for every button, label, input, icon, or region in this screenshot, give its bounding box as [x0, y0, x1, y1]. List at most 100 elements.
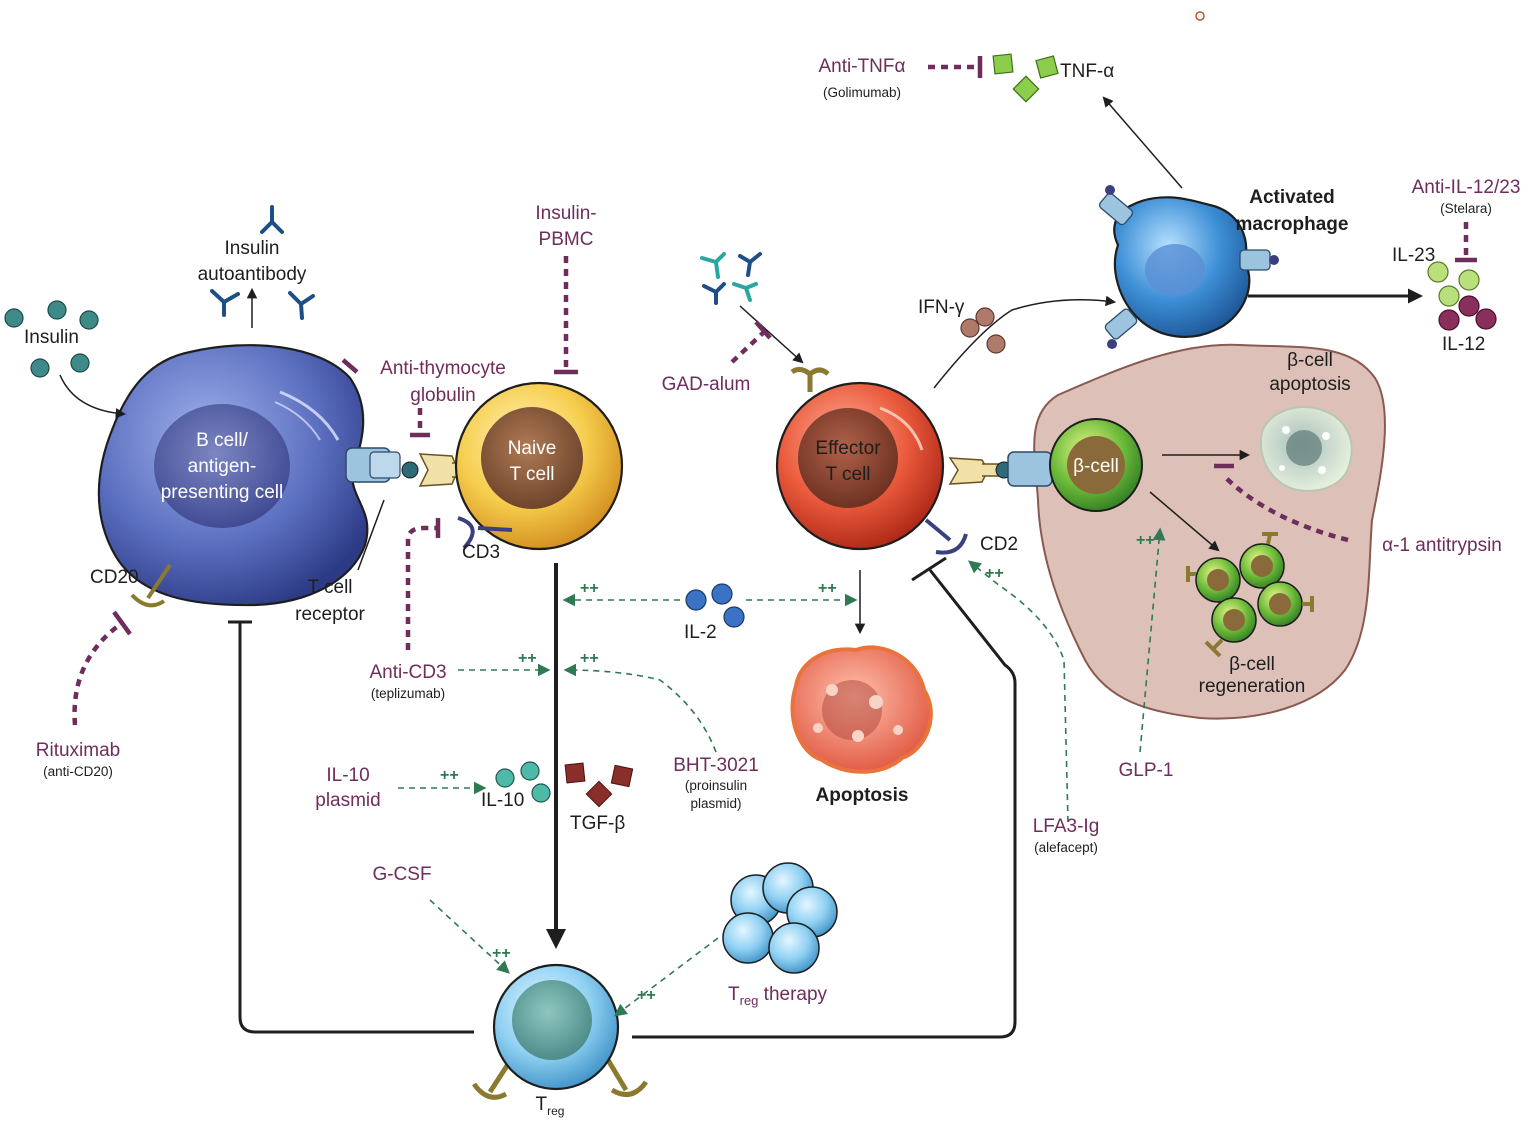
regen-label-2: regeneration — [1199, 676, 1306, 697]
gcsf-stim-arrow — [429, 899, 510, 974]
cd3-label: CD3 — [462, 542, 500, 563]
cd2-label: CD2 — [980, 534, 1018, 555]
gad-alum-label: GAD-alum — [662, 374, 751, 395]
apoptosis-label: Apoptosis — [816, 785, 909, 806]
bht-pp: ++ — [580, 650, 599, 667]
effector-label-2: T cell — [825, 464, 870, 485]
ifn-to-macrophage-arrow — [933, 295, 1117, 389]
autoantibody-label-1: Insulin — [225, 238, 280, 259]
glp1-stim-arrow — [1139, 527, 1166, 753]
tcr-pointer — [357, 499, 385, 571]
cd20-receptor-icon — [130, 563, 172, 608]
ifn-label: IFN-γ — [918, 297, 965, 318]
il10-label: IL-10 — [481, 790, 524, 811]
macrophage-label-2: macrophage — [1236, 214, 1349, 235]
insulin-to-bcell-arrow — [59, 374, 127, 419]
apoptotic-cell-icon — [790, 645, 933, 774]
atg-label-2: globulin — [410, 385, 476, 406]
glp1-label: GLP-1 — [1119, 760, 1174, 781]
lfa3-label: LFA3-Ig — [1033, 816, 1100, 837]
ifn-cytokine-icon — [960, 307, 1006, 354]
gcsf-label: G-CSF — [372, 864, 431, 885]
il23-label: IL-23 — [1392, 245, 1435, 266]
tnf-cytokine-icon — [992, 53, 1059, 103]
lfa3-stim-arrow — [968, 560, 1069, 823]
treg-therapy-label: Treg therapy — [728, 984, 828, 1008]
cd2-receptor-icon — [924, 518, 968, 555]
islet-region — [1033, 343, 1386, 720]
small-ring-icon — [1195, 11, 1205, 21]
lfa3-sub: (alefacept) — [1034, 840, 1098, 855]
antibody-icon — [210, 205, 315, 320]
beta-cell: β-cell — [1049, 418, 1143, 512]
treg-to-effector-line — [632, 569, 1017, 1039]
il10-pp: ++ — [440, 767, 459, 784]
mhc-receptor — [345, 447, 419, 483]
beta-cell-label: β-cell — [1073, 456, 1119, 477]
glp1-pp: ++ — [1136, 532, 1155, 549]
beta-apoptosis-label-2: apoptosis — [1269, 374, 1350, 395]
rituximab-bar — [112, 610, 132, 636]
rituximab-label: Rituximab — [36, 740, 120, 761]
gcsf-pp: ++ — [492, 945, 511, 962]
gad-antibody-icon — [700, 252, 762, 305]
atg-label-1: Anti-thymocyte — [380, 358, 506, 379]
il23-il12-cytokine-icon — [1427, 261, 1497, 331]
insulin-molecule-icon — [4, 300, 99, 378]
bht-label-3: plasmid) — [690, 796, 741, 811]
naive-label-2: T cell — [509, 464, 554, 485]
naive-label-1: Naive — [508, 438, 557, 459]
anti-tnf-label: Anti-TNFα — [819, 56, 906, 77]
il2-cytokine-icon — [685, 583, 745, 628]
a1at-label: α-1 antitrypsin — [1382, 535, 1502, 556]
bcell-label-3: presenting cell — [161, 482, 284, 503]
insulin-label: Insulin — [24, 327, 79, 348]
il10-plasmid-label-1: IL-10 — [326, 765, 369, 786]
treg-cell — [471, 963, 649, 1100]
treg-to-bcell-line — [238, 622, 474, 1034]
treg-therapy-arrow — [613, 937, 719, 1017]
insulin-pbmc-label-1: Insulin- — [535, 203, 596, 224]
beta-regen-cluster — [1186, 532, 1314, 658]
bcell-label-1: B cell/ — [196, 430, 248, 451]
anti-cd3-inhibit-line — [405, 525, 436, 650]
bht-label-2: (proinsulin — [685, 778, 747, 793]
atg-bcell-bar — [341, 358, 359, 374]
beta-cell-apoptosis-icon — [1259, 406, 1353, 492]
il10-cytokine-icon — [495, 761, 551, 803]
anti-cd3-label: Anti-CD3 — [369, 662, 446, 683]
effector-label-1: Effector — [815, 438, 881, 459]
cd20-label: CD20 — [90, 567, 139, 588]
beta-to-regen-arrow — [1149, 491, 1220, 552]
tcr-label-2: receptor — [295, 604, 365, 625]
bht-label-1: BHT-3021 — [673, 755, 759, 776]
anti-il12-label: Anti-IL-12/23 — [1412, 177, 1521, 198]
tcr-label-1: T cell — [307, 577, 352, 598]
gad-bar — [754, 320, 772, 340]
macrophage-label-1: Activated — [1249, 187, 1335, 208]
treg-therapy-cluster — [722, 862, 838, 974]
tnf-label: TNF-α — [1060, 61, 1114, 82]
tgfb-label: TGF-β — [570, 813, 625, 834]
anti-cd3-pp: ++ — [518, 650, 537, 667]
il2-pp-left: ++ — [580, 580, 599, 597]
bht-stim-arrow — [563, 663, 717, 753]
anti-il12-sub: (Stelara) — [1440, 201, 1492, 216]
anti-cd3-sub: (teplizumab) — [371, 686, 445, 701]
macrophage-to-tnf-arrow — [1102, 96, 1183, 189]
insulin-pbmc-label-2: PBMC — [539, 229, 594, 250]
cd3-receptor-icon — [457, 516, 513, 550]
b-cell: B cell/ antigen- presenting cell — [97, 344, 369, 607]
effector-t-cell: Effector T cell — [775, 366, 945, 551]
rituximab-sub: (anti-CD20) — [43, 764, 113, 779]
naive-t-cell: Naive T cell — [454, 381, 624, 551]
effector-inhibit-bar — [911, 556, 947, 582]
gad-inhibit-line — [730, 330, 766, 364]
il10-plasmid-label-2: plasmid — [315, 790, 380, 811]
activated-macrophage — [1098, 185, 1279, 349]
anti-tnf-sub: (Golimumab) — [823, 85, 901, 100]
autoantibody-label-2: autoantibody — [198, 264, 307, 285]
effector-tcr-icon — [948, 451, 1053, 487]
